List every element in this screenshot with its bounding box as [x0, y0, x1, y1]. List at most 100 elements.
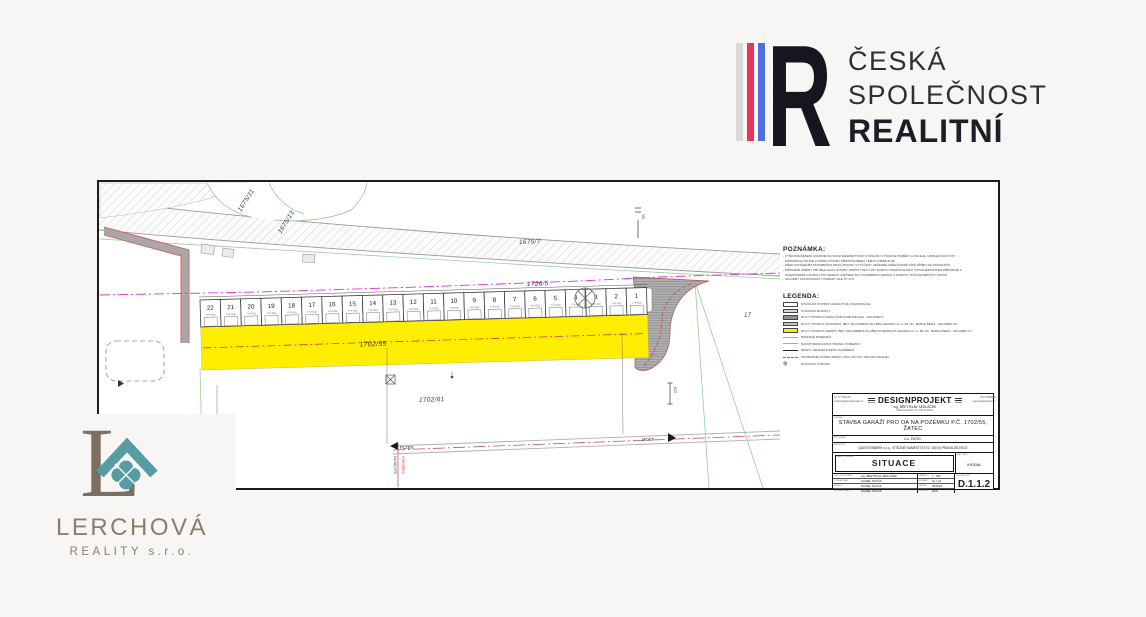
legend-swatch [783, 349, 798, 351]
direction-arrow-left-icon [390, 442, 398, 450]
drawing-title: SITUACE [871, 458, 917, 468]
garage-number: 5 [554, 295, 558, 302]
parcel-label: 1702/55 [359, 341, 387, 349]
titleblock-row-label: STUPEŇ [919, 490, 928, 492]
garage-door [305, 313, 320, 324]
parcel-label: 1726/5 [527, 280, 549, 288]
note-line: - SKLADBY KONSTRUKCÍ TVOŘENY DLE TP 170 [783, 277, 854, 282]
legend-item: NOVÝ POVRCH CHODNÍKŮ, BET. SKLADEBNÁ DLA… [783, 321, 995, 328]
garage-number: 15 [349, 301, 357, 308]
drawing-content-row: NÁZEV VÝKRESU SITUACE ZAK. ČÍSLO K930AL [833, 453, 993, 474]
garage-door [548, 307, 563, 318]
garage-type-label: TYP G2a [632, 301, 643, 304]
parcel-label: 1702/61 [419, 396, 445, 404]
garage-number: 17 [308, 302, 316, 309]
titleblock-row-value: Ing. BŘETISLAV SEDLÁČEK [861, 474, 898, 478]
legend-item: HRANY GEODETICKÉHO ZAMĚŘENÍ [783, 347, 995, 354]
drawing-title-box: NÁZEV VÝKRESU SITUACE [834, 454, 954, 472]
investor-row: INVESTOR QUESTENBERK s.r.o., VÍTĚZNÉ NÁM… [833, 443, 993, 453]
garage-door [244, 315, 259, 326]
garage-door [366, 312, 380, 323]
tree-symbol [574, 287, 596, 309]
garage-door [284, 314, 299, 325]
titleblock-row-value: DANIEL NOVÁK [861, 484, 882, 488]
legend-label: STÁVAJÍCÍ POVRCH ASFALTOVÉ KOMUNIKACE [801, 302, 871, 307]
garage-number: 16 [329, 301, 337, 308]
titleblock-row-label: KRESLIL [834, 485, 843, 487]
garage-type-label: TYP G2a [611, 302, 622, 305]
legend-swatch [783, 315, 798, 320]
note-line: INVESTOREM A BUDOU POTVRZENY ZÁPISEM DO … [783, 272, 948, 277]
garage-door [386, 311, 401, 322]
note-line: KOMUNIKACÍ BUDE V RÁMCI STAVBY PŘIZPŮSOB… [783, 258, 895, 263]
garage-number: 11 [430, 298, 437, 305]
notes-block: POZNÁMKA: - VÝŠKOVÉ ŘEŠENÍ KOMUNIKACÍ MU… [783, 246, 995, 282]
order-number-box: ZAK. ČÍSLO K930AL [955, 453, 993, 473]
project-title: STAVBA STAVBA GARÁŽÍ PRO OA NA POZEMKU P… [833, 416, 993, 436]
agency-logo-icon: L [28, 413, 236, 513]
sheet-number: D.1.1.2 [957, 479, 991, 490]
titleblock-row-value: 09/2020 [932, 484, 943, 488]
titleblock-row-value: DANIEL NOVÁK [861, 489, 882, 493]
legend-item: NOVÝ POVRCH ASFALTOVÉ KOMUNIKACE - SKLAD… [783, 314, 995, 321]
titleblock-row-value: DPS [932, 489, 938, 493]
titleblock-row-label: DATUM [919, 485, 927, 487]
legend-label: NOVÝ POVRCH VJEZDŮ, BET. SKLADEBNÁ DLAŽB… [801, 328, 972, 333]
garage-type-label: TYP G2a [348, 309, 359, 312]
garage-number: 18 [288, 302, 296, 309]
title-block: tel. 777 930 297 sedlacek@designprojekt.… [832, 393, 996, 493]
legend-label: STÁVAJÍCÍ STROMY [801, 361, 831, 366]
garage-type-label: TYP G2a [429, 307, 440, 310]
legend-item: NOVÝ POVRCH VJEZDŮ, BET. SKLADEBNÁ DLAŽB… [783, 327, 995, 334]
garage-number: 19 [268, 303, 276, 310]
garage-type-label: TYP G2a [206, 313, 217, 316]
titleblock-row-value: 10 x A4 [932, 479, 942, 483]
garage-number: 2 [614, 293, 618, 300]
garage-type-label: TYP G2a [551, 304, 562, 307]
legend-label: HRANICE POZEMKŮ [801, 335, 832, 340]
garage-number: 22 [207, 305, 215, 312]
garage-type-label: TYP G2a [469, 306, 480, 309]
garage-door [264, 315, 279, 325]
titleblock-row-value: 1 : 250 [932, 474, 941, 478]
curb-details [200, 243, 316, 264]
note-line: - VÝŠKOVÉ ŘEŠENÍ KOMUNIKACÍ MUSÍ RESPEKT… [783, 254, 955, 258]
titleblock-row-label: VED. PROJEKTANT [834, 475, 854, 477]
garage-type-label: TYP G2a [226, 313, 237, 316]
garage-number: 12 [410, 299, 418, 306]
agency-logo: L LERCHOVÁ REALITY s.r.o. [28, 413, 236, 579]
sheet-number-box: ČÍS. PŘÍLOHY D.1.1.2 [956, 474, 991, 491]
garage-door [224, 316, 238, 327]
titleblock-row-label: MĚŘÍTKO [919, 475, 929, 477]
new-asphalt-road [103, 226, 190, 343]
legend-item: HRANICE POZEMKŮ [783, 334, 995, 341]
legend-swatch [783, 343, 798, 345]
titleblock-row-label: VYPRACOVAL [834, 480, 848, 482]
titleblock-row-label: KONTROLOVAL [834, 490, 850, 492]
garage-number: 14 [369, 300, 377, 307]
hydrant-marker: HZ2 [667, 382, 677, 405]
agency-subtitle: REALITY s.r.o. [69, 546, 195, 558]
legend-swatch [783, 328, 798, 333]
legend-swatch [783, 321, 798, 327]
csr-logo-text: ČESKÁ [848, 46, 948, 76]
legend-item: STÁVAJÍCÍ POVRCH ASFALTOVÉ KOMUNIKACE [783, 301, 995, 308]
parcel-label: 17 [744, 313, 752, 319]
railway-protective-zone-line [99, 272, 781, 296]
legend-label: OCHRANNÉ PÁSMO DRÁHY (60m OD OSY KRAJNÍ … [801, 355, 889, 360]
